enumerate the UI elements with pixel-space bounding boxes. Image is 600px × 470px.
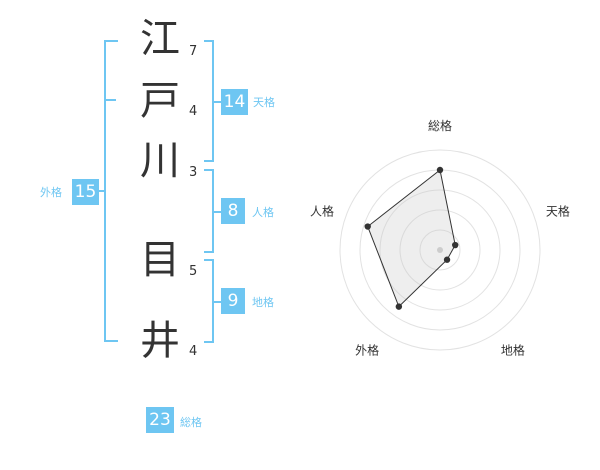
radar-center: [437, 247, 443, 253]
radar-grid-ring: [419, 229, 461, 271]
stroke-count-3: 3: [189, 165, 198, 180]
name-char-5: 井: [140, 318, 180, 364]
soukaku-value: 23: [146, 407, 174, 433]
stroke-count-1: 7: [189, 44, 198, 59]
radar-point-3: [443, 256, 451, 263]
soukaku-label: 総格: [180, 416, 202, 429]
jinkaku-value: 8: [221, 198, 245, 224]
jinkaku-label: 人格: [252, 206, 274, 219]
radar-axis-label-3: 地格: [501, 342, 525, 357]
chikaku-label: 地格: [252, 296, 274, 309]
chikaku-bracket-connector: [212, 301, 222, 303]
radar-point-2: [452, 241, 459, 249]
gaikaku-bracket-tick: [104, 99, 116, 101]
gaikaku-bracket-connector: [98, 190, 106, 192]
gaikaku-value: 15: [72, 179, 99, 205]
stroke-count-2: 4: [189, 104, 198, 119]
radar-grid-ring: [379, 189, 501, 311]
tenkaku-label: 天格: [253, 96, 275, 109]
radar-point-5: [364, 223, 371, 230]
radar-axis-label-5: 人格: [310, 204, 334, 219]
radar-axis-label-4: 外格: [355, 342, 379, 357]
radar-grid-ring: [399, 209, 481, 291]
stroke-count-4: 5: [189, 264, 198, 279]
tenkaku-bracket-connector: [212, 101, 222, 103]
name-char-3: 川: [140, 138, 180, 184]
gaikaku-label: 外格: [40, 186, 62, 199]
jinkaku-bracket-connector: [212, 211, 222, 213]
stroke-count-5: 4: [189, 344, 198, 359]
tenkaku-value: 14: [221, 89, 248, 115]
radar-axis-label-2: 天格: [546, 204, 570, 219]
radar-series-area: [367, 169, 456, 308]
radar-axis-label-1: 総格: [428, 118, 452, 133]
chikaku-value: 9: [221, 288, 245, 314]
radar-point-4: [395, 303, 403, 310]
name-char-1: 江: [140, 16, 180, 62]
radar-point-1: [436, 166, 444, 174]
name-char-2: 戸: [140, 78, 180, 124]
name-char-4: 目: [140, 237, 180, 283]
